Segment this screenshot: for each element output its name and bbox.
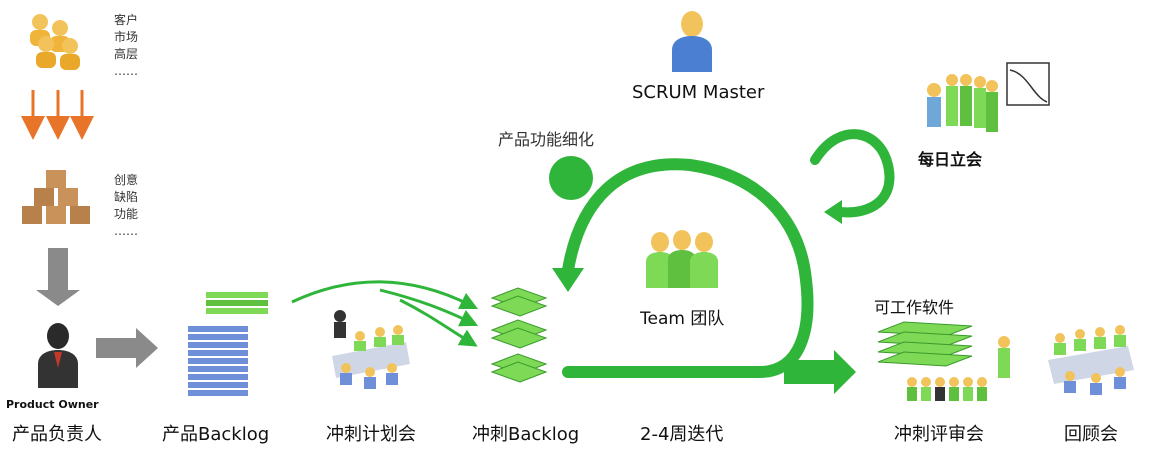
sprint-review-label: 冲刺评审会 <box>894 424 984 445</box>
customer-list-item: 高层 <box>114 47 139 61</box>
daily-standup-label: 每日立会 <box>918 150 983 169</box>
scrum-master-icon <box>670 10 714 74</box>
customer-list: 客户 市场 高层 …… <box>114 12 138 80</box>
person-icon <box>34 322 82 390</box>
customer-list-item: 客户 <box>114 13 139 27</box>
gray-right-arrow <box>96 328 158 368</box>
meeting-icon <box>322 308 414 400</box>
backlog-stack-icon <box>182 290 272 402</box>
product-backlog-label: 产品Backlog <box>162 424 270 445</box>
refinement-label: 产品功能细化 <box>498 130 595 149</box>
product-owner-label: 产品负责人 <box>12 424 102 445</box>
team-label: Team 团队 <box>640 309 725 329</box>
idea-list-item: …… <box>114 224 138 238</box>
delivery-arrow <box>784 350 856 394</box>
iteration-label: 2-4周迭代 <box>640 424 724 445</box>
scrum-master-label: SCRUM Master <box>632 82 765 103</box>
sprint-planning-label: 冲刺计划会 <box>326 424 416 445</box>
burndown-icon <box>1006 62 1050 106</box>
refinement-dot <box>549 156 593 200</box>
working-software-label: 可工作软件 <box>874 298 955 317</box>
idea-list-item: 创意 <box>114 173 139 187</box>
customers-icon <box>18 10 88 72</box>
product-owner-en: Product Owner <box>6 398 99 411</box>
sprint-stack-icon <box>486 286 552 392</box>
software-stack-icon <box>876 320 1022 406</box>
idea-list-item: 功能 <box>114 207 139 221</box>
customer-list-item: 市场 <box>114 30 139 44</box>
retrospective-label: 回顾会 <box>1064 424 1118 445</box>
retrospective-meeting-icon <box>1040 320 1140 400</box>
gray-down-arrow <box>36 248 80 306</box>
customer-list-item: …… <box>114 64 138 78</box>
daily-loop <box>810 129 895 218</box>
sprint-backlog-label: 冲刺Backlog <box>472 424 580 445</box>
idea-list-item: 缺陷 <box>114 190 139 204</box>
team-icon <box>642 228 722 290</box>
boxes-icon <box>16 168 96 232</box>
orange-arrows <box>21 90 94 140</box>
standup-icon <box>920 70 1000 140</box>
idea-list: 创意 缺陷 功能 …… <box>114 172 138 240</box>
